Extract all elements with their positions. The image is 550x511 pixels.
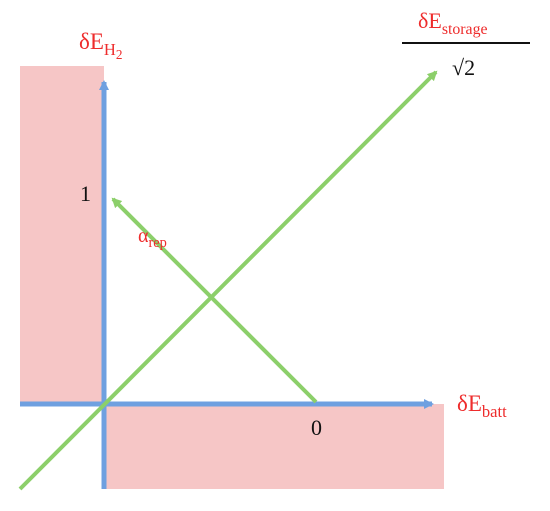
storage-diagonal-vector [18,70,438,491]
x-axis-label: δEbatt [457,391,507,421]
repulsion-vector [111,197,318,404]
diagonal-label-numerator: δEstorage [418,8,488,38]
x-tick-zero: 0 [311,415,322,440]
diagonal-label-denominator: √2 [452,55,476,80]
shaded-region-bottom [104,404,444,489]
y-tick-one: 1 [80,181,91,206]
repulsion-label: αrep [138,225,167,252]
y-axis-label: δEH2 [79,29,123,62]
shaded-region-left [20,66,104,402]
